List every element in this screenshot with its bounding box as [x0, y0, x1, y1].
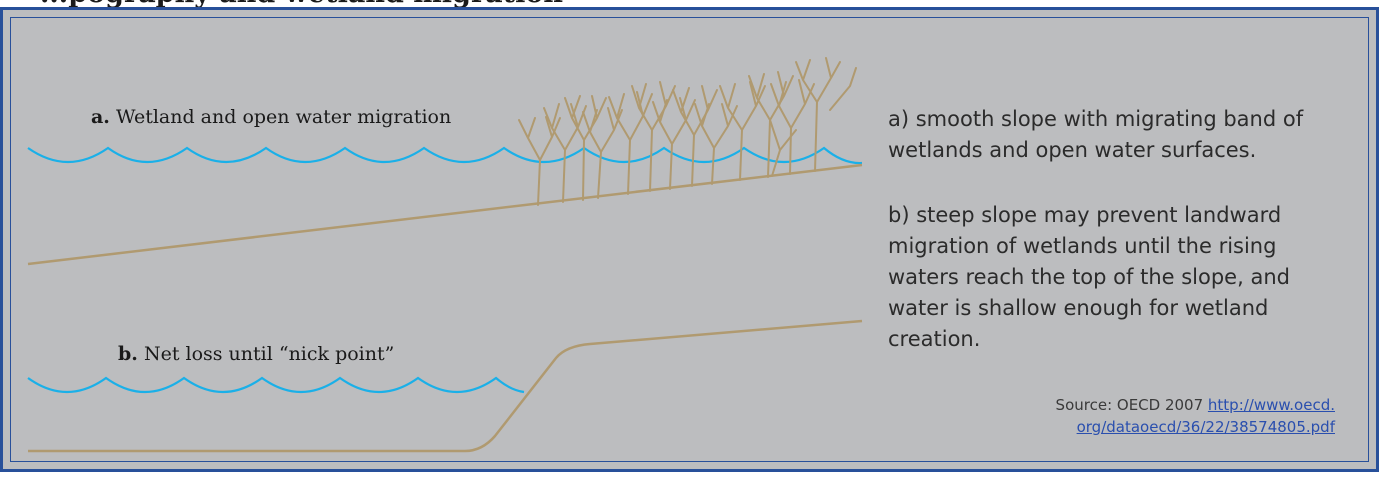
- steep-slope-ground: [28, 319, 863, 453]
- panel-b-title: Net loss until “nick point”: [143, 343, 395, 365]
- figure-heading: ...pography and wetland migration: [0, 0, 1379, 8]
- water-waves-a: [27, 146, 863, 165]
- panel-b-label: b. Net loss until “nick point”: [118, 343, 394, 365]
- source-link-part2[interactable]: org/dataoecd/36/22/38574805.pdf: [1076, 418, 1335, 436]
- source-link-part1[interactable]: http://www.oecd.: [1207, 396, 1335, 414]
- caption-a: a) smooth slope with migrating band of w…: [888, 107, 1304, 162]
- source-prefix: Source: OECD 2007: [1055, 396, 1208, 414]
- smooth-slope-ground: [27, 163, 863, 266]
- panel-a-letter: a.: [91, 106, 110, 128]
- water-waves-b: [27, 376, 525, 394]
- figure-inner-frame: [10, 17, 1369, 462]
- panel-a-label: a. Wetland and open water migration: [91, 106, 451, 128]
- source-citation: Source: OECD 2007 http://www.oecd. org/d…: [915, 394, 1335, 438]
- panel-b-letter: b.: [118, 343, 138, 365]
- wetland-tree-icon: [518, 57, 857, 206]
- caption-b: b) steep slope may prevent landward migr…: [888, 203, 1290, 351]
- panel-a-title: Wetland and open water migration: [115, 106, 452, 128]
